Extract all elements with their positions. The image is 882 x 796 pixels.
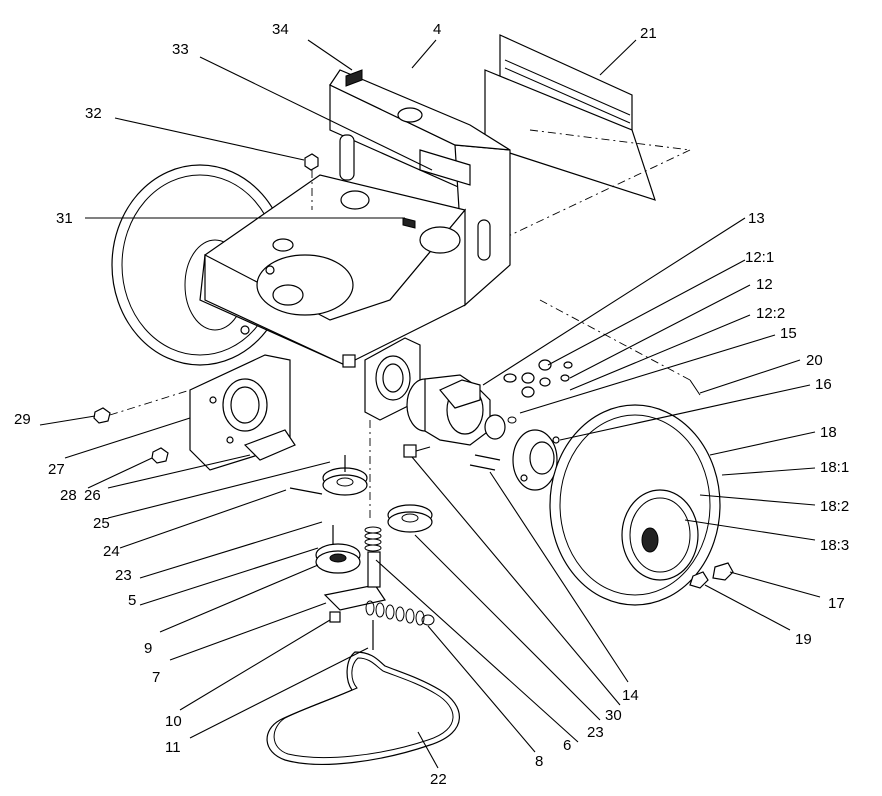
callout-26: 26 [84, 487, 101, 504]
callout-12: 12 [756, 276, 773, 293]
nut-28 [151, 447, 169, 464]
callout-24: 24 [103, 543, 120, 560]
main-frame [199, 69, 511, 366]
callout-9: 9 [144, 640, 152, 657]
callout-27: 27 [48, 461, 65, 478]
pump-plate [342, 337, 421, 421]
callout-18-1: 18:1 [820, 459, 849, 476]
callout-18-2: 18:2 [820, 498, 849, 515]
drive-belt [266, 651, 460, 765]
hydraulic-fittings [503, 359, 573, 424]
callout-labels: 34 4 21 33 32 31 13 12:1 12 12:2 15 20 1… [14, 21, 849, 788]
nut-32 [304, 153, 319, 171]
bolts [403, 444, 501, 471]
callout-25: 25 [93, 515, 110, 532]
callout-16: 16 [815, 376, 832, 393]
callout-23: 23 [115, 567, 132, 584]
callout-20: 20 [806, 352, 823, 369]
callout-14: 14 [622, 687, 639, 704]
callout-21: 21 [640, 25, 657, 42]
callout-18-3: 18:3 [820, 537, 849, 554]
callout-10: 10 [165, 713, 182, 730]
callout-5: 5 [128, 592, 136, 609]
callout-34: 34 [272, 21, 289, 38]
leader-lines [39, 39, 821, 769]
callout-32: 32 [85, 105, 102, 122]
callout-28: 28 [60, 487, 77, 504]
mount-plate [109, 354, 296, 471]
callout-12-2: 12:2 [756, 305, 785, 322]
callout-12-1: 12:1 [745, 249, 774, 266]
callout-6: 6 [563, 737, 571, 754]
callout-11: 11 [165, 739, 181, 756]
callout-8: 8 [535, 753, 543, 770]
right-wheel [549, 404, 734, 606]
nut-29 [93, 407, 111, 424]
callout-18: 18 [820, 424, 837, 441]
pulleys [289, 455, 433, 574]
hydro-motor [406, 374, 506, 446]
callout-30: 30 [605, 707, 622, 724]
callout-17: 17 [828, 595, 845, 612]
wheel-hub [512, 429, 560, 491]
callout-33: 33 [172, 41, 189, 58]
callout-23b: 23 [587, 724, 604, 741]
callout-29: 29 [14, 411, 31, 428]
callout-7: 7 [152, 669, 160, 686]
rear-shield [484, 34, 691, 241]
callout-15: 15 [780, 325, 797, 342]
callout-19: 19 [795, 631, 812, 648]
callout-4: 4 [433, 21, 441, 38]
callout-13: 13 [748, 210, 765, 227]
callout-31: 31 [56, 210, 73, 227]
callout-22: 22 [430, 771, 447, 788]
